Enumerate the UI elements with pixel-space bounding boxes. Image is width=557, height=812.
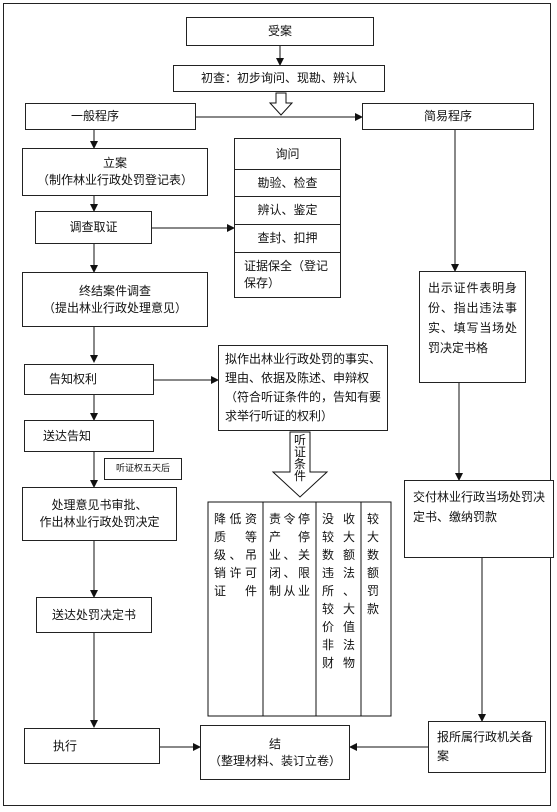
node-execute: 执行 — [24, 728, 160, 764]
diagram-frame — [3, 3, 551, 806]
method-evidence: 证据保全（登记保存） — [234, 252, 341, 298]
register-subtitle: （制作林业行政处罚登记表） — [36, 173, 193, 187]
node-report-filing: 报所属行政机关备案 — [428, 721, 546, 773]
node-general-procedure: 一般程序 — [25, 103, 196, 130]
label-hearing-conditions: 听证条件 — [293, 433, 306, 483]
close-title: 结 — [268, 736, 281, 751]
node-deliver-onsite: 交付林业行政当场处罚决定书、缴纳罚款 — [404, 480, 554, 558]
close-subtitle: （整理材料、装订立卷） — [208, 753, 341, 768]
penalty-item: 降低资质等级、吊销许可证件 — [214, 512, 257, 598]
method-inquiry: 询问 — [234, 138, 341, 170]
review-line-2: 作出林业行政处罚决定 — [39, 515, 160, 529]
node-review-decision: 处理意见书审批、 作出林业行政处罚决定 — [22, 487, 177, 541]
node-register: 立案 （制作林业行政处罚登记表） — [22, 148, 208, 196]
node-accept: 受案 — [186, 17, 374, 46]
penalty-item: 责令停产停业、关闭、限制从业 — [269, 512, 310, 598]
hollow-arrow-hearing — [271, 431, 329, 498]
penalty-block — [207, 501, 392, 717]
method-inspect: 勘验、检查 — [234, 169, 341, 197]
node-notify-rights: 告知权利 — [24, 364, 154, 395]
hollow-arrow-initial — [268, 92, 294, 116]
end-title: 终结案件调查 — [78, 283, 151, 298]
register-title: 立案 — [102, 156, 127, 170]
penalty-item: 较大数额罚款 — [367, 512, 380, 616]
node-hearing-days: 听证权五天后 — [104, 458, 182, 480]
method-identify: 辨认、鉴定 — [234, 196, 341, 225]
review-line-1: 处理意见书审批、 — [51, 498, 148, 512]
node-initial-check: 初查：初步询问、现勘、辨认 — [173, 65, 385, 92]
node-deliver-decision: 送达处罚决定书 — [36, 597, 152, 633]
node-end-investigation: 终结案件调查 （提出林业行政处理意见） — [22, 272, 208, 327]
node-close-case: 结 （整理材料、装订立卷） — [200, 725, 350, 780]
node-show-certificate: 出示证件表明身份、指出违法事实、填写当场处罚决定书格 — [419, 271, 526, 383]
node-deliver-notice: 送达告知 — [24, 420, 154, 452]
node-investigate: 调查取证 — [35, 211, 152, 244]
node-simple-procedure: 简易程序 — [362, 103, 534, 130]
penalty-item: 没收较大数额违法所、较大价值非法财物 — [322, 512, 355, 670]
node-draft-penalty: 拟作出林业行政处罚的事实、理由、依据及陈述、申辩权（符合听证条件的，告知有要求举… — [218, 345, 388, 431]
end-subtitle: （提出林业行政处理意见） — [42, 300, 187, 315]
method-seal: 查封、扣押 — [234, 224, 341, 253]
